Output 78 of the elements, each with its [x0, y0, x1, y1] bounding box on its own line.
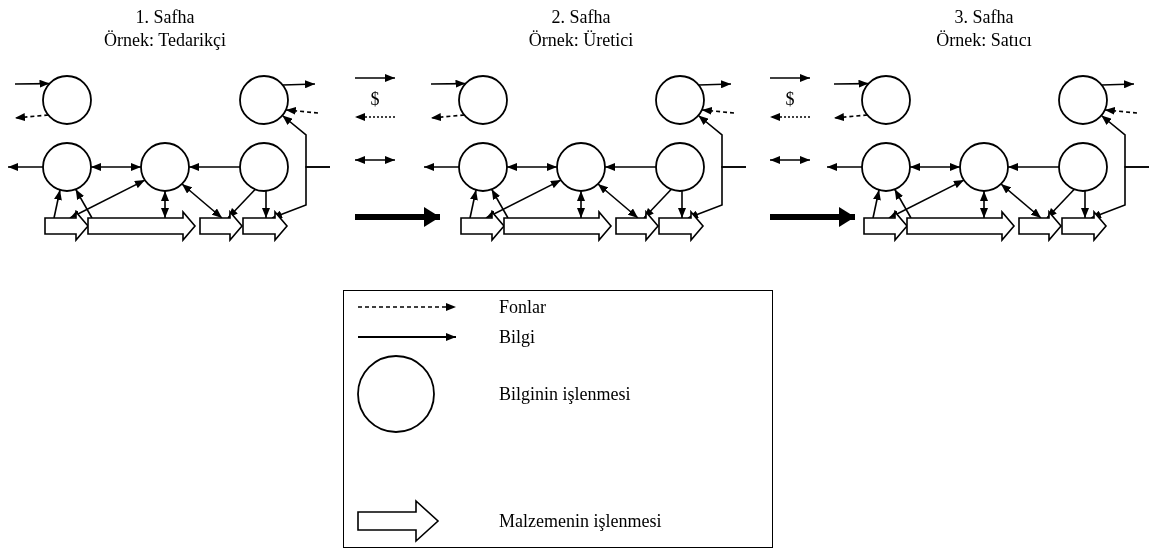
arrow: [285, 106, 319, 115]
process-circle: [458, 142, 508, 192]
material-process-shape: [863, 209, 909, 243]
currency-label: $: [785, 89, 795, 109]
arrow: [577, 190, 585, 219]
process-circle: [1058, 75, 1108, 125]
process-circle: [42, 142, 92, 192]
arrow: [69, 179, 146, 219]
arrow: [161, 190, 169, 219]
stage-title: Örnek: Üretici: [528, 30, 634, 50]
arrow: [1081, 190, 1089, 219]
material-process-shape: [906, 209, 1016, 243]
stage-title: 2. Safha: [551, 7, 611, 27]
arrow: [604, 163, 657, 171]
process-circle: [1058, 142, 1108, 192]
process-circle: [861, 142, 911, 192]
arrow: [181, 183, 223, 219]
arrow: [469, 189, 478, 219]
currency-label: $: [370, 89, 380, 109]
legend-label: Bilgi: [499, 327, 535, 347]
process-circle: [42, 75, 92, 125]
material-process-shape: [460, 209, 506, 243]
arrow: [423, 163, 460, 171]
material-process-shape: [242, 209, 289, 243]
arrow: [833, 79, 870, 88]
arrow: [281, 80, 316, 89]
arrow: [53, 189, 62, 219]
process-circle: [655, 75, 705, 125]
arrow: [430, 113, 466, 122]
stage-title: 3. Safha: [954, 7, 1014, 27]
legend-label: Malzemenin işlenmesi: [499, 511, 662, 531]
arrow: [597, 183, 639, 219]
stage-title: Örnek: Satıcı: [936, 30, 1032, 50]
legend-label: Fonlar: [499, 297, 546, 317]
arrow: [490, 188, 509, 219]
stage-title: 1. Safha: [135, 7, 195, 27]
arrow: [262, 190, 270, 219]
material-process-shape: [1018, 209, 1063, 243]
process-circle: [140, 142, 190, 192]
stage-title: Örnek: Tedarikçi: [104, 30, 226, 50]
arrow: [7, 163, 44, 171]
arrow: [826, 163, 863, 171]
arrow: [485, 179, 562, 219]
process-circle: [655, 142, 705, 192]
arrow: [833, 113, 869, 122]
arrow: [872, 189, 881, 219]
legend-label: Bilginin işlenmesi: [499, 384, 631, 404]
material-process-shape: [87, 209, 197, 243]
arrow: [506, 163, 558, 171]
process-circle: [239, 142, 289, 192]
process-circle: [959, 142, 1009, 192]
arrow: [888, 179, 965, 219]
arrow: [14, 79, 51, 88]
material-process-shape: [658, 209, 705, 243]
arrow: [697, 80, 732, 89]
arrow: [893, 188, 912, 219]
process-circle: [458, 75, 508, 125]
material-process-shape: [503, 209, 613, 243]
arrow: [678, 190, 686, 219]
arrow: [909, 163, 961, 171]
process-circle: [556, 142, 606, 192]
process-circle: [861, 75, 911, 125]
arrow: [188, 163, 241, 171]
arrow: [74, 188, 93, 219]
material-process-shape: [199, 209, 244, 243]
arrow: [90, 163, 142, 171]
arrow: [1104, 106, 1138, 115]
arrow: [1007, 163, 1060, 171]
material-process-shape: [1061, 209, 1108, 243]
arrow: [14, 113, 50, 122]
process-circle: [239, 75, 289, 125]
arrow: [701, 106, 735, 115]
arrow: [980, 190, 988, 219]
arrow: [1100, 80, 1135, 89]
material-process-shape: [44, 209, 90, 243]
arrow: [430, 79, 467, 88]
arrow: [1000, 183, 1042, 219]
material-process-shape: [615, 209, 660, 243]
